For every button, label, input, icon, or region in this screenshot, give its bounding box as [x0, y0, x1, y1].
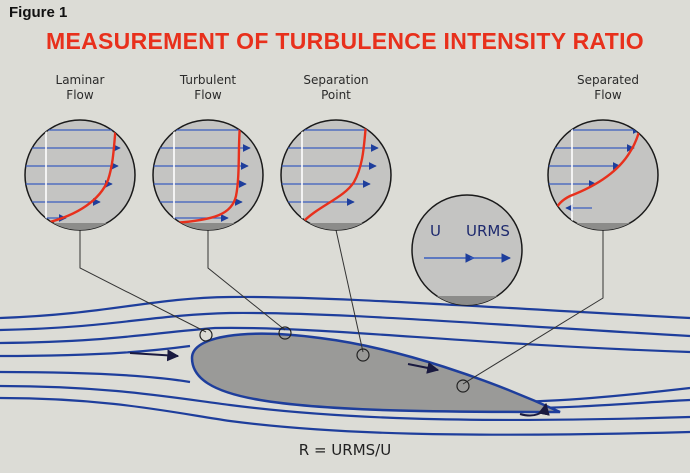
airfoil — [190, 332, 561, 414]
streamline — [0, 396, 690, 436]
sample-point — [456, 379, 470, 393]
sample-point — [199, 328, 213, 342]
freestream-arrow — [129, 349, 180, 362]
streamline — [0, 311, 690, 338]
profile-circle-separation-point — [280, 119, 392, 231]
sample-point — [278, 326, 292, 340]
legend-u-label: U — [430, 222, 441, 240]
figure-label: Figure 1 — [9, 4, 68, 21]
profile-circle-turbulent — [152, 119, 264, 231]
profile-circle-laminar — [24, 119, 136, 231]
streamline — [0, 384, 690, 422]
leader-line — [207, 230, 286, 331]
formula: R = URMS/U — [298, 441, 392, 459]
surface-flow-arrow — [407, 361, 440, 374]
streamline — [0, 370, 191, 384]
streamline — [0, 326, 690, 354]
leader-line — [79, 230, 207, 333]
sample-point — [356, 348, 370, 362]
profile-circle-separated-flow — [547, 119, 659, 231]
sample-points — [199, 326, 470, 393]
leader-line — [462, 230, 604, 385]
legend-circle — [411, 194, 523, 306]
leader-lines — [79, 229, 604, 385]
streamline — [0, 295, 690, 320]
streamline — [0, 344, 191, 358]
leader-line — [335, 229, 364, 353]
legend-urms-label: URMS — [466, 222, 510, 240]
trailing-vortex-arrow — [519, 402, 550, 417]
figure-title: MEASUREMENT OF TURBULENCE INTENSITY RATI… — [46, 28, 644, 54]
